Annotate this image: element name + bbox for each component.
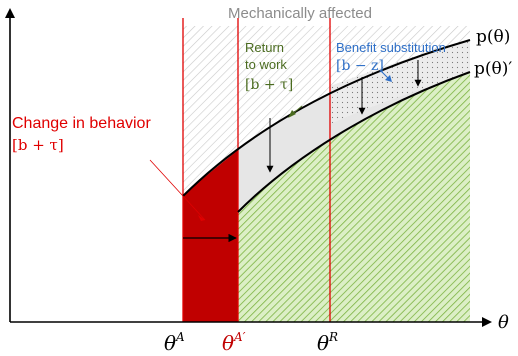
change-in-behavior-label: Change in behavior <box>12 115 151 132</box>
benefit-substitution-region <box>330 40 470 124</box>
p-theta-curve <box>182 39 471 197</box>
benefit-substitution-pointer-head <box>385 75 392 82</box>
y-axis-arrowhead <box>5 8 15 18</box>
theta-r-label: θR <box>317 330 338 355</box>
benefit-substitution-label: Benefit substitution <box>336 40 446 55</box>
return-to-work-formula: [b + τ] <box>245 77 293 93</box>
p-theta-label: p(θ) <box>476 27 510 47</box>
mechanically-affected-label: Mechanically affected <box>228 5 372 22</box>
theta-a-label: θA <box>164 330 185 355</box>
p-theta-prime-curve <box>237 71 471 213</box>
change-in-behavior-region <box>183 150 238 322</box>
p-theta-prime-label: p(θ)′ <box>474 59 512 79</box>
return-to-work-label-line2: to work <box>245 57 287 72</box>
x-axis-label: θ <box>498 312 509 333</box>
theta-a-prime-label: θA′ <box>222 330 246 355</box>
change-in-behavior-formula: [b + τ] <box>12 136 64 154</box>
return-to-work-label-line1: Return <box>245 40 284 55</box>
x-axis-arrowhead <box>482 317 492 327</box>
change-in-behavior-pointer-head <box>198 215 205 221</box>
return-to-work-pointer-head <box>288 110 296 118</box>
change-in-behavior-pointer <box>149 159 206 221</box>
benefit-substitution-formula: [b − z] <box>336 58 384 74</box>
